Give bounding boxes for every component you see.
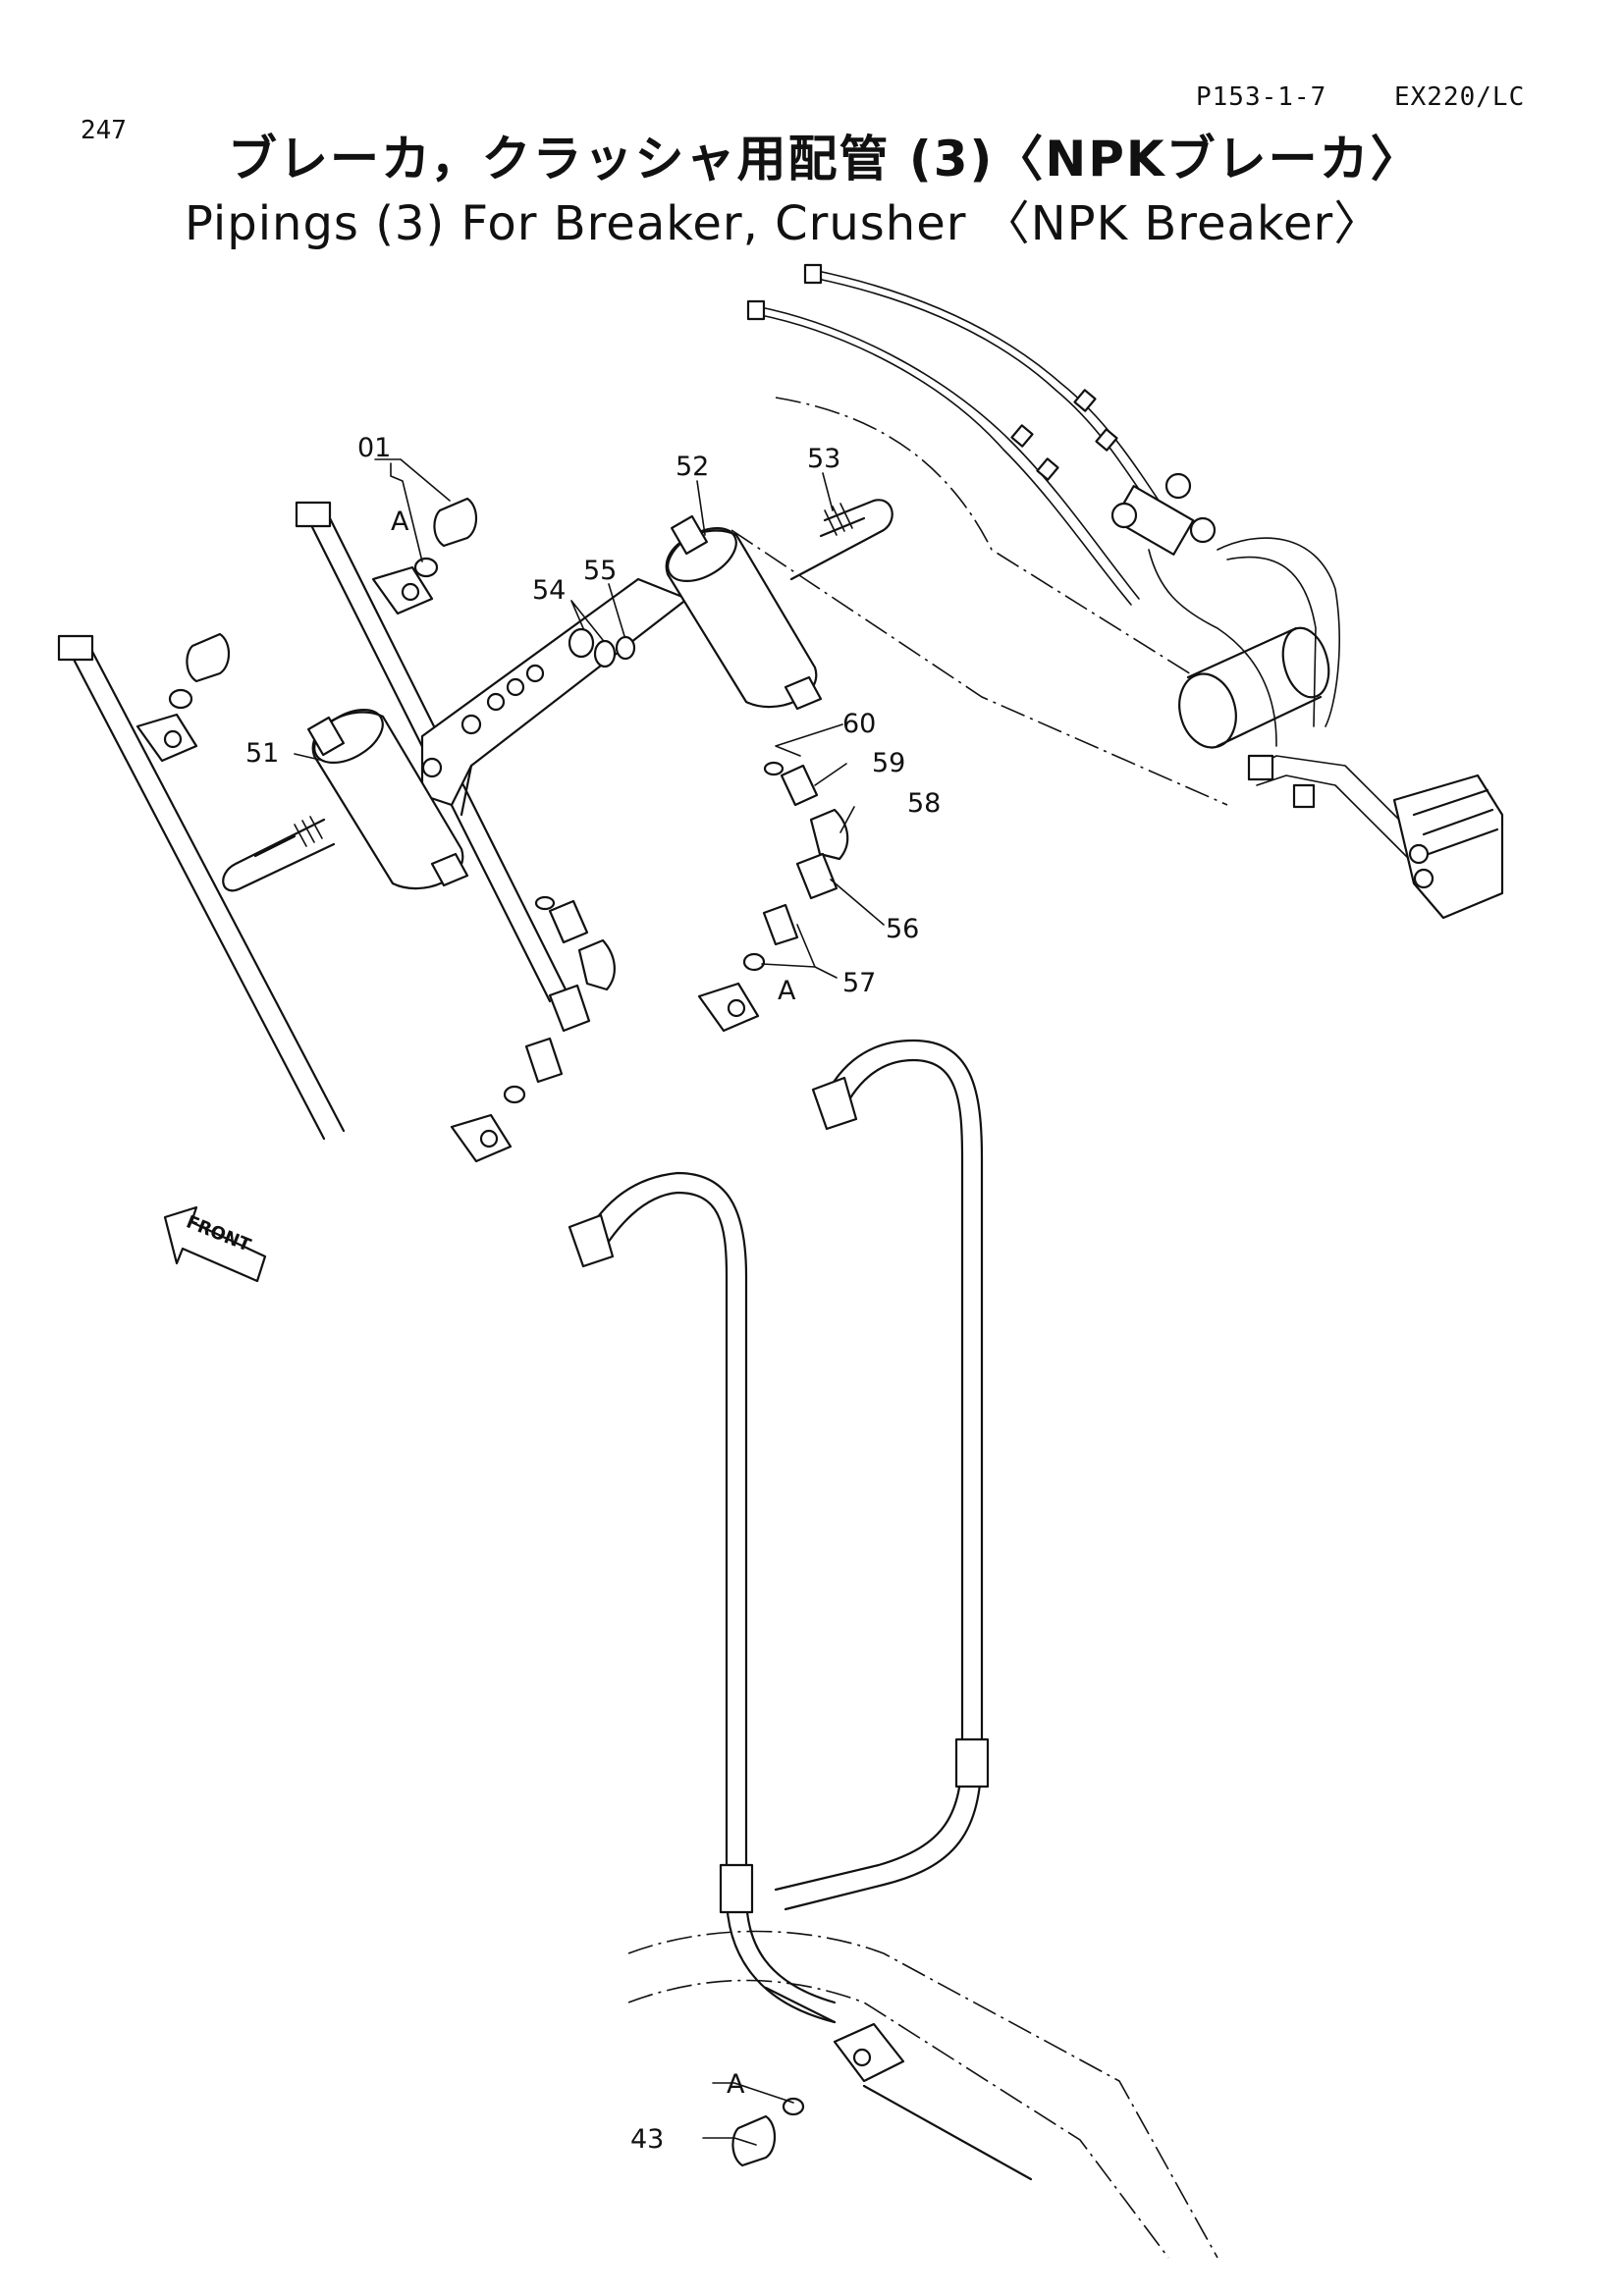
nut-56 <box>795 852 839 900</box>
hose-coupler-front <box>719 1863 754 1914</box>
accumulator-52 <box>665 514 823 711</box>
plug-01 <box>413 497 478 578</box>
elbow-58 <box>809 808 849 861</box>
adapter-59 <box>780 764 819 807</box>
label-54: 54 <box>532 575 566 606</box>
label-01: 01 <box>357 433 391 463</box>
label-a-mid: A <box>778 976 796 1006</box>
o-ring-60 <box>763 761 784 776</box>
label-59: 59 <box>872 748 905 778</box>
page-number: 247 <box>81 116 127 145</box>
u-bolt-front <box>222 816 336 892</box>
leader-lines <box>294 458 885 2146</box>
hose-end-2 <box>746 299 766 321</box>
part-labels: 01 A 52 53 54 55 51 60 59 58 56 57 A 43 … <box>245 433 941 2155</box>
label-43: 43 <box>630 2124 664 2155</box>
label-55: 55 <box>583 556 617 586</box>
drum-left <box>1178 672 1237 749</box>
label-58: 58 <box>907 788 941 819</box>
lower-tee <box>764 1986 1033 2181</box>
plug-43 <box>731 2097 805 2167</box>
u-bolt-53 <box>789 499 893 581</box>
machine-model: EX220/LC <box>1394 82 1526 112</box>
hose-end-1 <box>803 263 823 285</box>
label-60: 60 <box>842 709 876 739</box>
fitting-stack-right <box>742 761 849 972</box>
accumulator-51 <box>307 708 469 890</box>
adapter-57 <box>762 903 799 946</box>
long-hoses <box>568 1039 990 2024</box>
label-53: 53 <box>807 444 840 474</box>
label-a-top: A <box>391 507 409 537</box>
rear-pipe-end <box>295 501 332 528</box>
nut-washer-set <box>568 627 636 668</box>
label-a-bottom: A <box>727 2069 745 2100</box>
label-56: 56 <box>886 914 919 944</box>
front-direction-arrow: FRONT <box>163 1205 267 1283</box>
boom-outline <box>627 397 1228 2259</box>
title-japanese: ブレーカ，クラッシャ用配管 (3)〈NPKブレーカ〉 <box>228 131 1422 187</box>
label-51: 51 <box>245 738 279 769</box>
bracket-plate <box>420 577 689 817</box>
page-code: P153-1-7 <box>1196 82 1327 112</box>
hose-fitting-front-top <box>568 1213 615 1268</box>
plug-front <box>168 632 231 710</box>
label-52: 52 <box>676 452 709 482</box>
title-english: Pipings (3) For Breaker, Crusher 〈NPK Br… <box>185 196 1382 251</box>
hose-fitting-rear-top <box>811 1076 858 1131</box>
front-pipe-end <box>57 634 94 662</box>
hose-coupler-rear <box>954 1737 990 1789</box>
label-57: 57 <box>842 968 876 998</box>
upper-hose-assembly <box>746 263 1504 920</box>
fitting-stack-left <box>503 895 616 1104</box>
